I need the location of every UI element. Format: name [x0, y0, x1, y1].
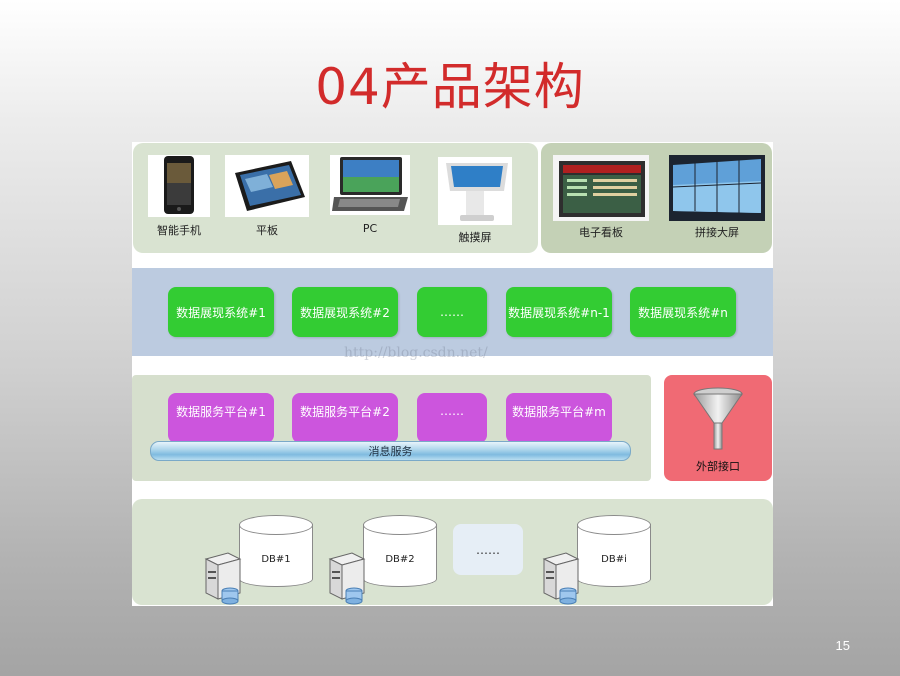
- service-platform-1: 数据服务平台#1: [168, 393, 274, 443]
- display-system-n: 数据展现系统#n: [630, 287, 736, 337]
- server-icon: [542, 552, 580, 605]
- video-wall-icon: [669, 155, 765, 221]
- tablet-icon: [225, 155, 309, 217]
- dashboard-screen-icon: [553, 155, 649, 221]
- funnel-icon: [693, 387, 743, 450]
- service-platform-m: 数据服务平台#m: [506, 393, 612, 443]
- slide-title: 04产品架构: [315, 58, 585, 116]
- database-label-1: DB#1: [261, 554, 291, 565]
- device-label-tablet: 平板: [256, 224, 278, 237]
- device-label-smartphone: 智能手机: [157, 224, 201, 237]
- service-platform-2: 数据服务平台#2: [292, 393, 398, 443]
- architecture-diagram: 智能手机 平板 PC 触摸屏: [132, 142, 773, 606]
- display-system-ellipsis: ……: [417, 287, 487, 337]
- smartphone-icon: [148, 155, 210, 217]
- device-label-touchscreen: 触摸屏: [458, 231, 492, 244]
- screen-label-video-wall: 拼接大屏: [695, 226, 739, 239]
- display-system-n-1: 数据展现系统#n-1: [506, 287, 612, 337]
- laptop-icon: [330, 155, 410, 215]
- watermark-text: http://blog.csdn.net/: [344, 345, 488, 361]
- database-ellipsis: ……: [453, 524, 523, 575]
- page-number: 15: [835, 638, 850, 653]
- database-label-2: DB#2: [385, 554, 415, 565]
- device-label-pc: PC: [362, 222, 378, 235]
- service-platform-ellipsis: ……: [417, 393, 487, 443]
- message-service-bus: 消息服务: [150, 441, 631, 461]
- database-label-i: DB#i: [601, 554, 627, 565]
- external-interface-label: 外部接口: [696, 460, 740, 473]
- display-system-2: 数据展现系统#2: [292, 287, 398, 337]
- display-system-1: 数据展现系统#1: [168, 287, 274, 337]
- server-icon: [204, 552, 242, 605]
- screen-label-dashboard: 电子看板: [579, 226, 623, 239]
- touchscreen-kiosk-icon: [438, 157, 512, 225]
- server-icon: [328, 552, 366, 605]
